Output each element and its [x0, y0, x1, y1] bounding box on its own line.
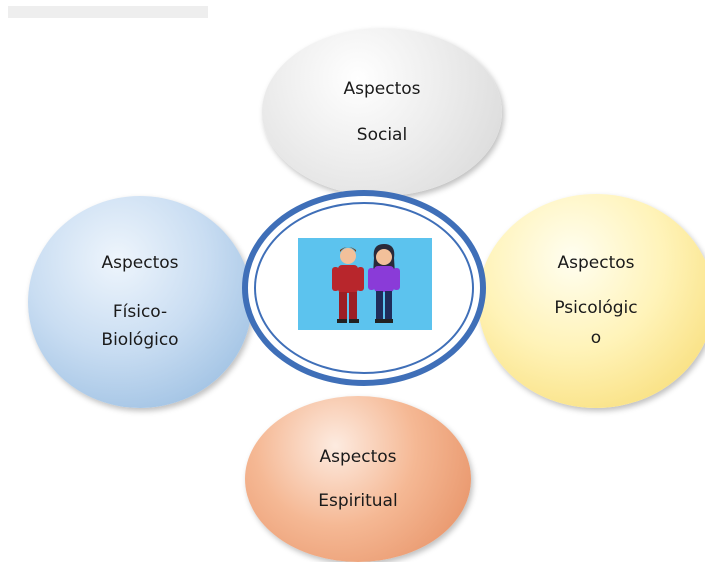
aspect-psico-circle: Aspectos Psicológic o	[478, 194, 705, 408]
aspect-espiritual-line1: Aspectos	[319, 446, 397, 467]
aspect-social-circle: Aspectos Social	[262, 28, 502, 196]
aspect-espiritual-circle: Aspectos Espiritual	[245, 396, 471, 562]
aspect-fisico-line1: Aspectos	[101, 253, 179, 274]
center-inner-ring	[254, 202, 474, 374]
aspect-psico-line2: Psicológic	[554, 297, 638, 318]
top-bar	[8, 6, 208, 18]
aspect-psico-line1: Aspectos	[557, 253, 635, 274]
aspect-espiritual-line2: Espiritual	[318, 491, 398, 511]
man-figure	[332, 247, 364, 323]
aspect-fisico-circle: Aspectos Físico- Biológico	[28, 196, 252, 408]
aspect-fisico-line2: Físico-	[112, 301, 168, 322]
man-and-woman-icon	[298, 238, 432, 330]
woman-figure	[368, 244, 400, 323]
center-circle	[242, 190, 486, 386]
aspect-social-line1: Aspectos	[343, 78, 421, 99]
aspect-psico-line3: o	[590, 328, 602, 349]
aspect-social-line2: Social	[356, 125, 408, 145]
aspect-fisico-line3: Biológico	[101, 330, 179, 351]
